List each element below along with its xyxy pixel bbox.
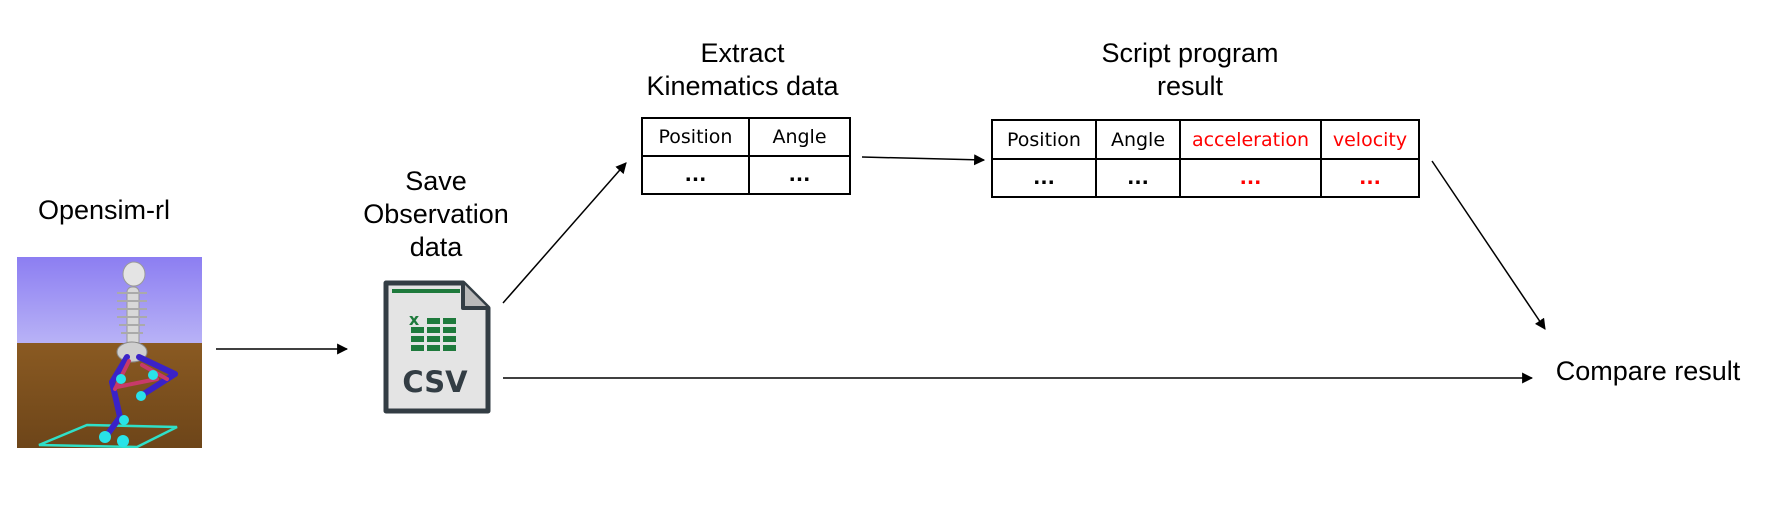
save-observation-label: Save Observation data (363, 166, 509, 262)
extract-header-position: Position (641, 117, 750, 157)
extract-header-angle: Angle (748, 117, 851, 157)
extract-kinematics-label: Extract Kinematics data (646, 38, 839, 101)
extract-value-position: ... (641, 155, 750, 195)
arrow-csv-to-extract (502, 162, 627, 304)
compare-result-label: Compare result (1555, 356, 1741, 386)
script-value-angle: ... (1095, 158, 1181, 198)
csv-icon-text: CSV (402, 365, 468, 399)
script-header-velocity: velocity (1320, 119, 1420, 160)
script-value-velocity: ... (1320, 158, 1420, 198)
arrow-extract-to-script (861, 154, 986, 166)
script-result-table: Position Angle acceleration velocity ...… (991, 119, 1420, 198)
script-value-acceleration: ... (1179, 158, 1322, 198)
script-program-label: Script program result (1101, 38, 1279, 101)
extract-value-angle: ... (748, 155, 851, 195)
csv-file-icon: x CSV (383, 280, 491, 414)
script-header-position: Position (991, 119, 1097, 160)
script-header-angle: Angle (1095, 119, 1181, 160)
script-value-position: ... (991, 158, 1097, 198)
opensim-label: Opensim-rl (37, 195, 171, 225)
extract-kinematics-table: Position Angle ... ... (641, 117, 851, 195)
arrow-script-to-compare (1431, 160, 1546, 330)
opensim-simulation-image (17, 257, 202, 448)
script-header-acceleration: acceleration (1179, 119, 1322, 160)
csv-icon-badge: x (409, 310, 420, 329)
